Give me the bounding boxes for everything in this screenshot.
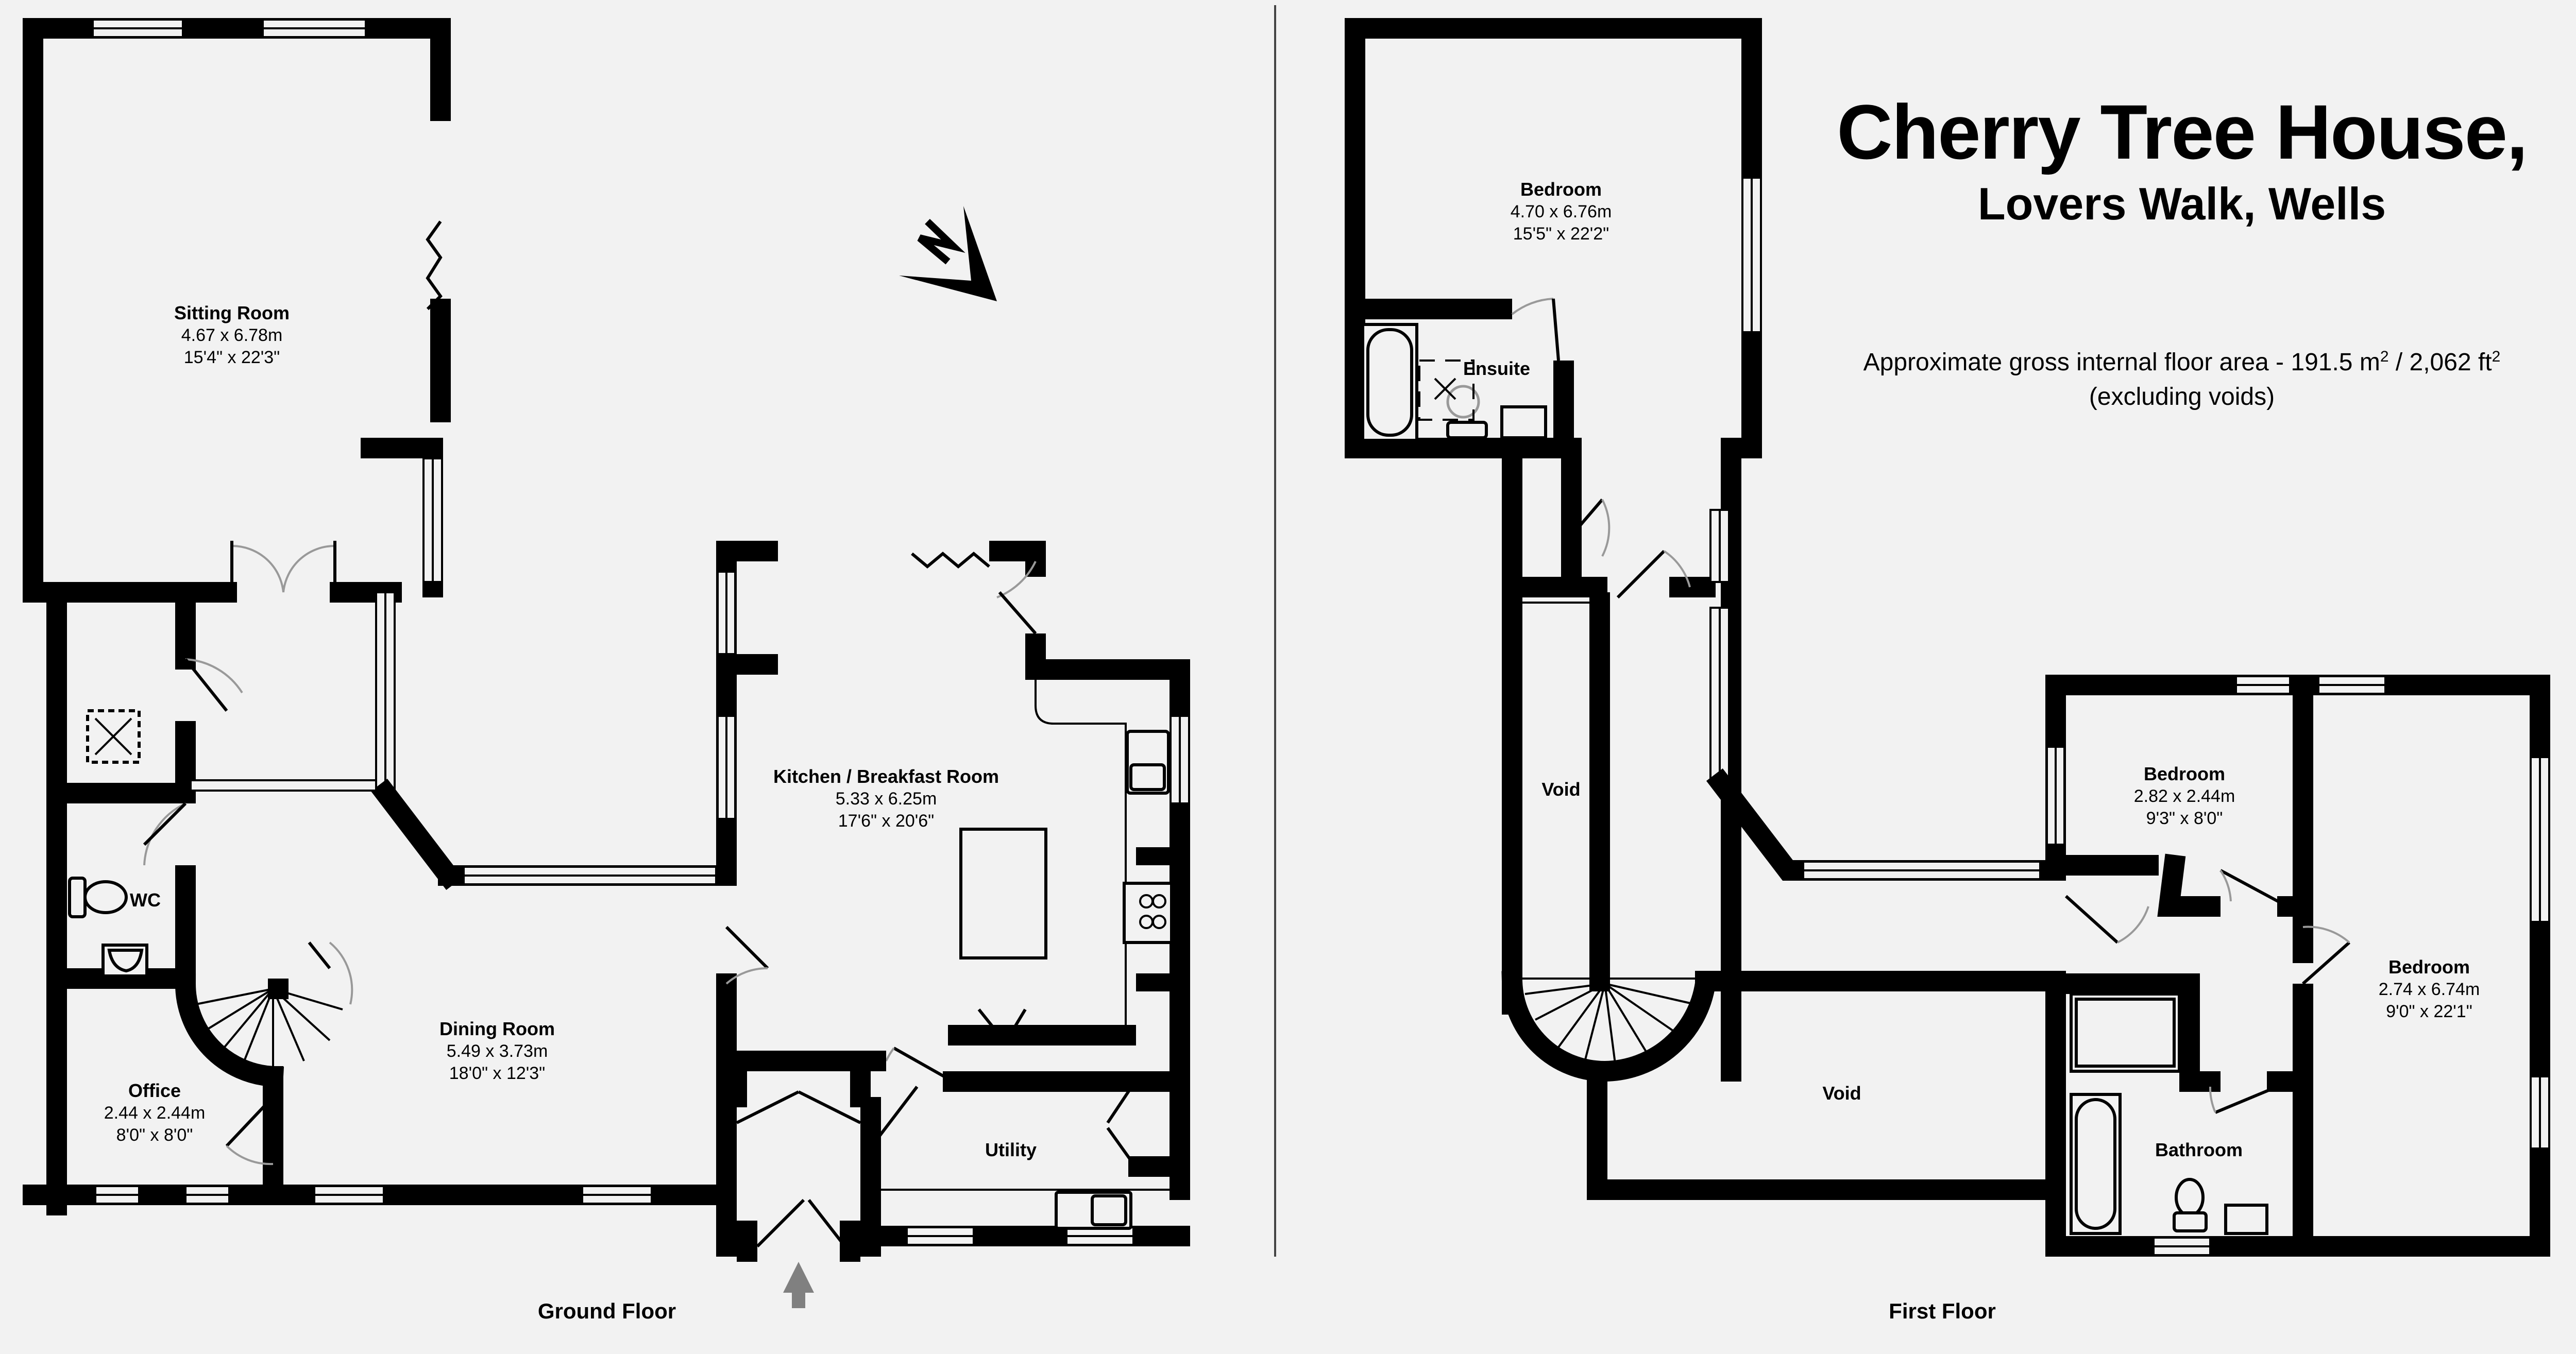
room-dining-room: Dining Room 5.49 x 3.73m 18'0" x 12'3" — [439, 1018, 555, 1083]
area-text-imperial: / 2,062 ft — [2388, 349, 2492, 376]
first-floor-plan — [1345, 18, 2550, 1257]
floor-area-note: Approximate gross internal floor area - … — [1863, 345, 2501, 414]
room-kitchen: Kitchen / Breakfast Room 5.33 x 6.25m 17… — [773, 766, 999, 831]
room-bedroom-2: Bedroom 2.82 x 2.44m 9'3" x 8'0" — [2133, 763, 2235, 828]
room-sitting-room: Sitting Room 4.67 x 6.78m 15'4" x 22'3" — [174, 302, 290, 367]
room-bathroom: Bathroom — [2155, 1139, 2243, 1160]
entrance-arrow-icon — [783, 1262, 814, 1308]
room-bedroom-3: Bedroom 2.74 x 6.74m 9'0" x 22'1" — [2378, 956, 2480, 1021]
first-floor-label: First Floor — [1889, 1299, 1996, 1323]
area-text: Approximate gross internal floor area - … — [1863, 349, 2380, 376]
ground-floor-plan — [23, 18, 1190, 1262]
property-address: Lovers Walk, Wells — [1977, 178, 2386, 229]
area-exclusion: (excluding voids) — [2089, 383, 2275, 411]
ground-floor-label: Ground Floor — [537, 1299, 676, 1323]
room-ensuite: Ensuite — [1463, 358, 1531, 379]
room-master-bedroom: Bedroom 4.70 x 6.76m 15'5" x 22'2" — [1510, 179, 1612, 244]
property-title: Cherry Tree House, — [1837, 89, 2528, 175]
room-wc: WC — [130, 889, 161, 911]
area-superscript: 2 — [2492, 348, 2501, 365]
north-arrow-icon — [899, 206, 997, 301]
room-void-2: Void — [1822, 1083, 1861, 1104]
room-utility: Utility — [985, 1139, 1037, 1160]
room-office: Office 2.44 x 2.44m 8'0" x 8'0" — [104, 1080, 206, 1145]
room-void-1: Void — [1541, 779, 1581, 800]
area-superscript: 2 — [2380, 348, 2389, 365]
